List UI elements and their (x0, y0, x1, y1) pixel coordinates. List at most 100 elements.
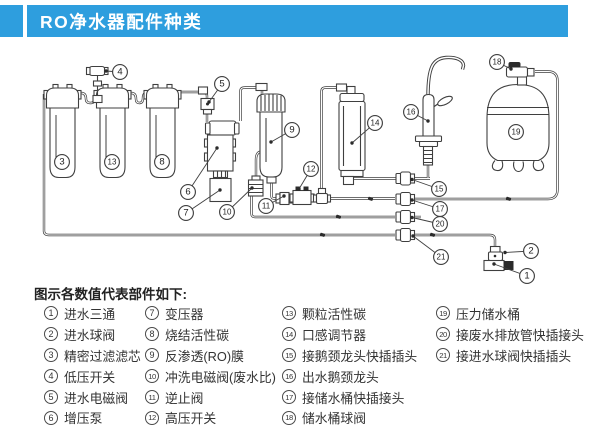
callout-17: 17 (410, 198, 448, 217)
legend-label-20: 接废水排放管快插接头 (456, 327, 584, 343)
legend-number-17: 17 (282, 390, 296, 404)
legend-label-21: 接进水球阀快插插头 (456, 348, 572, 364)
svg-text:2: 2 (528, 246, 533, 257)
legend-label-10: 冲洗电磁阀(废水比) (165, 369, 276, 385)
callout-20: 20 (410, 215, 448, 232)
callout-target-dot-17 (410, 198, 414, 202)
ro-membrane-9 (255, 82, 286, 184)
legend-item-11: 11 逆止阀 (145, 387, 276, 408)
legend-label-13: 颗粒活性碳 (302, 306, 366, 322)
legend-number-3: 3 (44, 348, 58, 363)
tee-fitting (312, 187, 332, 205)
svg-text:10: 10 (223, 208, 232, 217)
low-pressure-switch-4 (85, 65, 109, 104)
callout-target-dot-2 (503, 250, 507, 255)
callout-12: 12 (297, 161, 319, 191)
callout-target-dot-9 (269, 140, 273, 144)
legend-item-4: 4 低压开关 (44, 366, 141, 387)
title-accent-square (0, 5, 23, 37)
svg-text:13: 13 (108, 158, 117, 167)
legend-number-16: 16 (282, 369, 296, 384)
svg-text:1: 1 (524, 271, 529, 282)
callout-target-dot-4 (104, 69, 108, 73)
callout-target-dot-20 (410, 215, 414, 220)
callout-target-dot-1 (492, 262, 496, 266)
legend-item-21: 21 接进水球阀快插插头 (436, 345, 584, 366)
legend-number-14: 14 (282, 327, 296, 342)
legend-number-15: 15 (282, 348, 296, 363)
legend-item-13: 13 颗粒活性碳 (282, 303, 417, 324)
svg-text:11: 11 (262, 202, 271, 211)
legend-item-16: 16 出水鹅颈龙头 (282, 366, 417, 387)
legend-label-6: 增压泵 (64, 411, 103, 427)
legend-label-16: 出水鹅颈龙头 (302, 369, 379, 385)
legend-number-13: 13 (282, 306, 296, 321)
callout-10: 10 (219, 186, 254, 220)
legend-item-10: 10 冲洗电磁阀(废水比) (145, 366, 276, 387)
pressure-tank-19 (486, 75, 550, 173)
legend-heading: 图示各数值代表部件如下: (34, 287, 187, 302)
callout-target-dot-11 (282, 194, 286, 198)
legend-number-7: 7 (145, 306, 159, 321)
callout-target-dot-10 (250, 186, 254, 190)
callout-1: 1 (492, 262, 535, 284)
legend-number-5: 5 (44, 390, 58, 404)
legend-label-14: 口感调节器 (302, 327, 366, 343)
svg-text:12: 12 (307, 165, 316, 174)
callout-19: 19 (508, 124, 524, 140)
legend-number-9: 9 (145, 348, 159, 363)
legend-item-9: 9 反渗透(RO)膜 (145, 345, 276, 366)
inlet-solenoid-valve-5 (197, 86, 215, 115)
legend-item-14: 14 口感调节器 (282, 324, 417, 345)
callout-target-dot-5 (207, 100, 211, 104)
page-title: RO净水器配件种类 (40, 11, 203, 32)
legend-label-8: 烧结活性碳 (165, 327, 229, 343)
legend-label-4: 低压开关 (64, 369, 116, 385)
svg-text:9: 9 (289, 125, 294, 136)
svg-text:15: 15 (435, 185, 444, 194)
legend-number-18: 18 (282, 410, 296, 425)
legend-number-2: 2 (44, 327, 58, 342)
callout-target-dot-7 (218, 188, 222, 192)
callout-8: 8 (154, 154, 170, 170)
legend-label-19: 压力储水桶 (456, 306, 520, 322)
gooseneck-faucet-16 (414, 55, 466, 166)
svg-text:3: 3 (59, 157, 64, 168)
legend-label-1: 进水三通 (64, 306, 116, 322)
title-bar: RO净水器配件种类 (27, 5, 568, 37)
legend-number-10: 10 (145, 369, 159, 384)
svg-text:8: 8 (159, 157, 164, 168)
legend-item-2: 2 进水球阀 (44, 324, 141, 345)
svg-text:18: 18 (493, 58, 502, 67)
taste-adjuster-14 (335, 83, 366, 186)
legend-label-2: 进水球阀 (64, 327, 116, 343)
svg-text:21: 21 (437, 253, 446, 262)
callout-target-dot-14 (350, 141, 354, 145)
legend-label-9: 反渗透(RO)膜 (165, 348, 244, 364)
callout-target-dot-18 (509, 67, 513, 71)
legend-label-11: 逆止阀 (165, 390, 204, 406)
legend-number-4: 4 (44, 369, 58, 384)
inlet-ball-valve-2 (487, 245, 504, 262)
legend-number-21: 21 (436, 348, 450, 363)
callout-6: 6 (180, 146, 219, 200)
callout-3: 3 (54, 154, 70, 170)
legend-number-11: 11 (145, 390, 159, 404)
callout-target-dot-15 (410, 177, 414, 182)
high-pressure-switch-12 (289, 186, 315, 206)
svg-text:5: 5 (219, 79, 224, 90)
